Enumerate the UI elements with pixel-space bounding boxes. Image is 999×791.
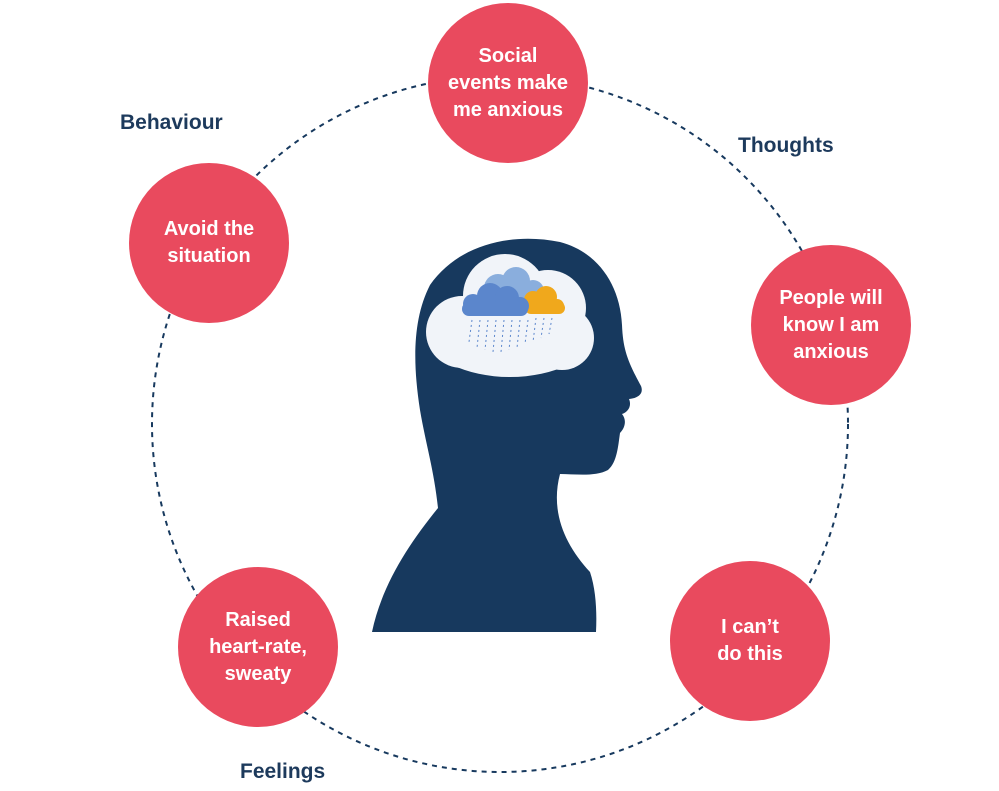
node-cant-do-this: I can’t do this — [670, 561, 830, 721]
node-cant-do-this-text: I can’t do this — [717, 616, 783, 665]
node-people-will-know-text: People will know I am anxious — [779, 286, 883, 363]
node-people-will-know: People will know I am anxious — [751, 245, 911, 405]
node-raised-heart-rate: Raised heart-rate, sweaty — [178, 567, 338, 727]
cycle-ring — [151, 75, 849, 773]
label-feelings: Feelings — [240, 760, 326, 783]
node-avoid-situation: Avoid the situation — [129, 163, 289, 323]
node-avoid-situation-text: Avoid the situation — [163, 218, 255, 267]
label-thoughts: Thoughts — [738, 134, 834, 157]
node-social-events: Social events make me anxious — [428, 3, 588, 163]
node-raised-heart-rate-text: Raised heart-rate, sweaty — [209, 608, 307, 685]
label-behaviour: Behaviour — [120, 111, 223, 134]
node-social-events-text: Social events make me anxious — [447, 44, 569, 121]
rain-cloud-icon — [462, 267, 565, 353]
